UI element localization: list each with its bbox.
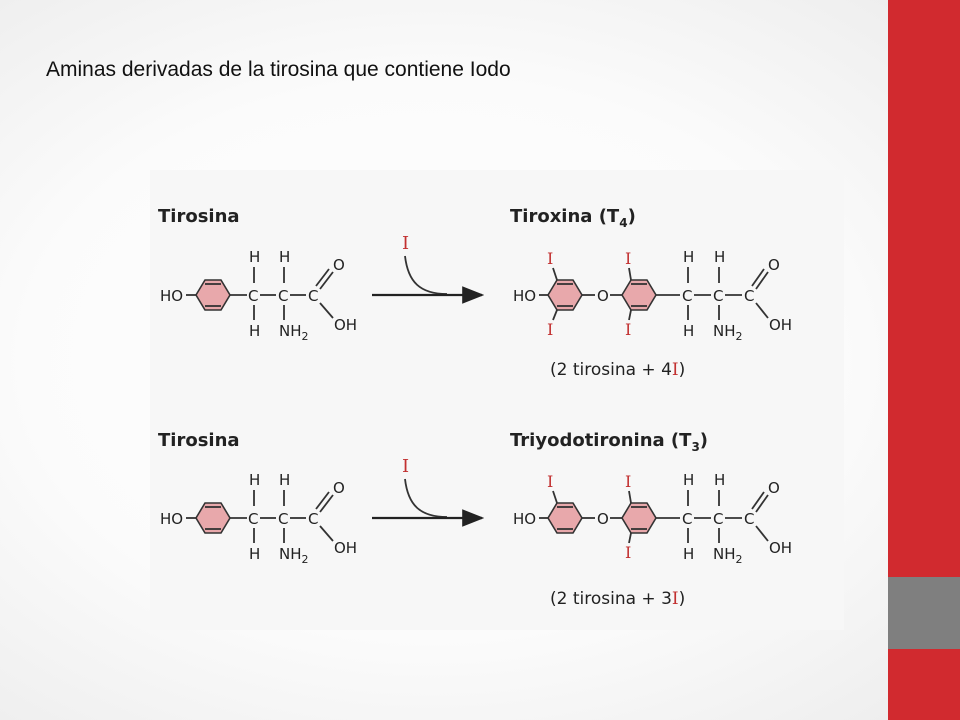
hydroxyl-group: OH [769,539,792,557]
carbon-atom: C [278,510,288,528]
ho-group: HO [160,510,183,528]
oxygen-atom: O [333,256,345,274]
reactant-label-1: Tirosina [158,206,240,227]
triiodothyronine-structure: HO I O I I C C C H H [513,471,792,566]
iodine-atom: I [625,249,631,268]
iodine-atom: I [547,249,553,268]
carbon-atom: C [248,287,258,305]
reaction-2: Tirosina HO C C C H H H NH2 O OH [158,430,792,609]
oxygen-atom: O [333,479,345,497]
hydrogen-atom: H [683,248,694,266]
hydrogen-atom: H [279,471,290,489]
hydroxyl-group: OH [334,539,357,557]
reaction-arrow-1: I [372,233,485,304]
hydrogen-atom: H [683,471,694,489]
product-label-2: Triyodotironina (T3) [510,430,708,454]
tyrosine-structure-1: HO C C C H H H NH2 O OH [160,248,357,343]
iodine-atom: I [625,472,631,491]
hydrogen-atom: H [714,471,725,489]
reaction-1: Tirosina HO C C C H H H NH2 O O [158,206,792,380]
thyroxine-structure: HO I I O I I C C C H [513,248,792,343]
hydrogen-atom: H [249,471,260,489]
iodine-atom: I [547,472,553,491]
hydroxyl-group: OH [769,316,792,334]
slide-title: Aminas derivadas de la tirosina que cont… [46,58,511,81]
amine-group: NH2 [713,322,743,343]
hydrogen-atom: H [249,322,260,340]
tyrosine-structure-2: HO C C C H H H NH2 O OH [160,471,357,566]
iodine-atom: I [625,320,631,339]
oxygen-atom: O [768,256,780,274]
figure-panel [150,170,844,630]
carbon-atom: C [248,510,258,528]
carbon-atom: C [682,510,692,528]
hydrogen-atom: H [249,248,260,266]
carbon-atom: C [278,287,288,305]
carbon-atom: C [682,287,692,305]
hydroxyl-group: OH [334,316,357,334]
carbon-atom: C [744,510,754,528]
stoichiometry-note-2: (2 tirosina + 3I) [550,589,685,609]
ho-group: HO [513,287,536,305]
hydrogen-atom: H [683,545,694,563]
hydrogen-atom: H [249,545,260,563]
side-accent-gray [888,577,960,649]
ho-group: HO [513,510,536,528]
iodine-reagent-1: I [402,233,409,254]
iodine-atom: I [547,320,553,339]
ether-oxygen: O [597,510,609,528]
oxygen-atom: O [768,479,780,497]
reactant-label-2: Tirosina [158,430,240,451]
carbon-atom: C [308,287,318,305]
iodine-reagent-2: I [402,456,409,477]
side-accent-red-top [888,0,960,577]
amine-group: NH2 [279,545,309,566]
hydrogen-atom: H [714,248,725,266]
amine-group: NH2 [713,545,743,566]
hydrogen-atom: H [279,248,290,266]
iodine-atom: I [625,543,631,562]
product-label-1: Tiroxina (T4) [510,206,636,230]
stoichiometry-note-1: (2 tirosina + 4I) [550,360,685,380]
ho-group: HO [160,287,183,305]
hydrogen-atom: H [683,322,694,340]
side-accent-red-bottom [888,649,960,720]
carbon-atom: C [308,510,318,528]
carbon-atom: C [713,510,723,528]
reaction-arrow-2: I [372,456,485,527]
carbon-atom: C [713,287,723,305]
carbon-atom: C [744,287,754,305]
ether-oxygen: O [597,287,609,305]
amine-group: NH2 [279,322,309,343]
